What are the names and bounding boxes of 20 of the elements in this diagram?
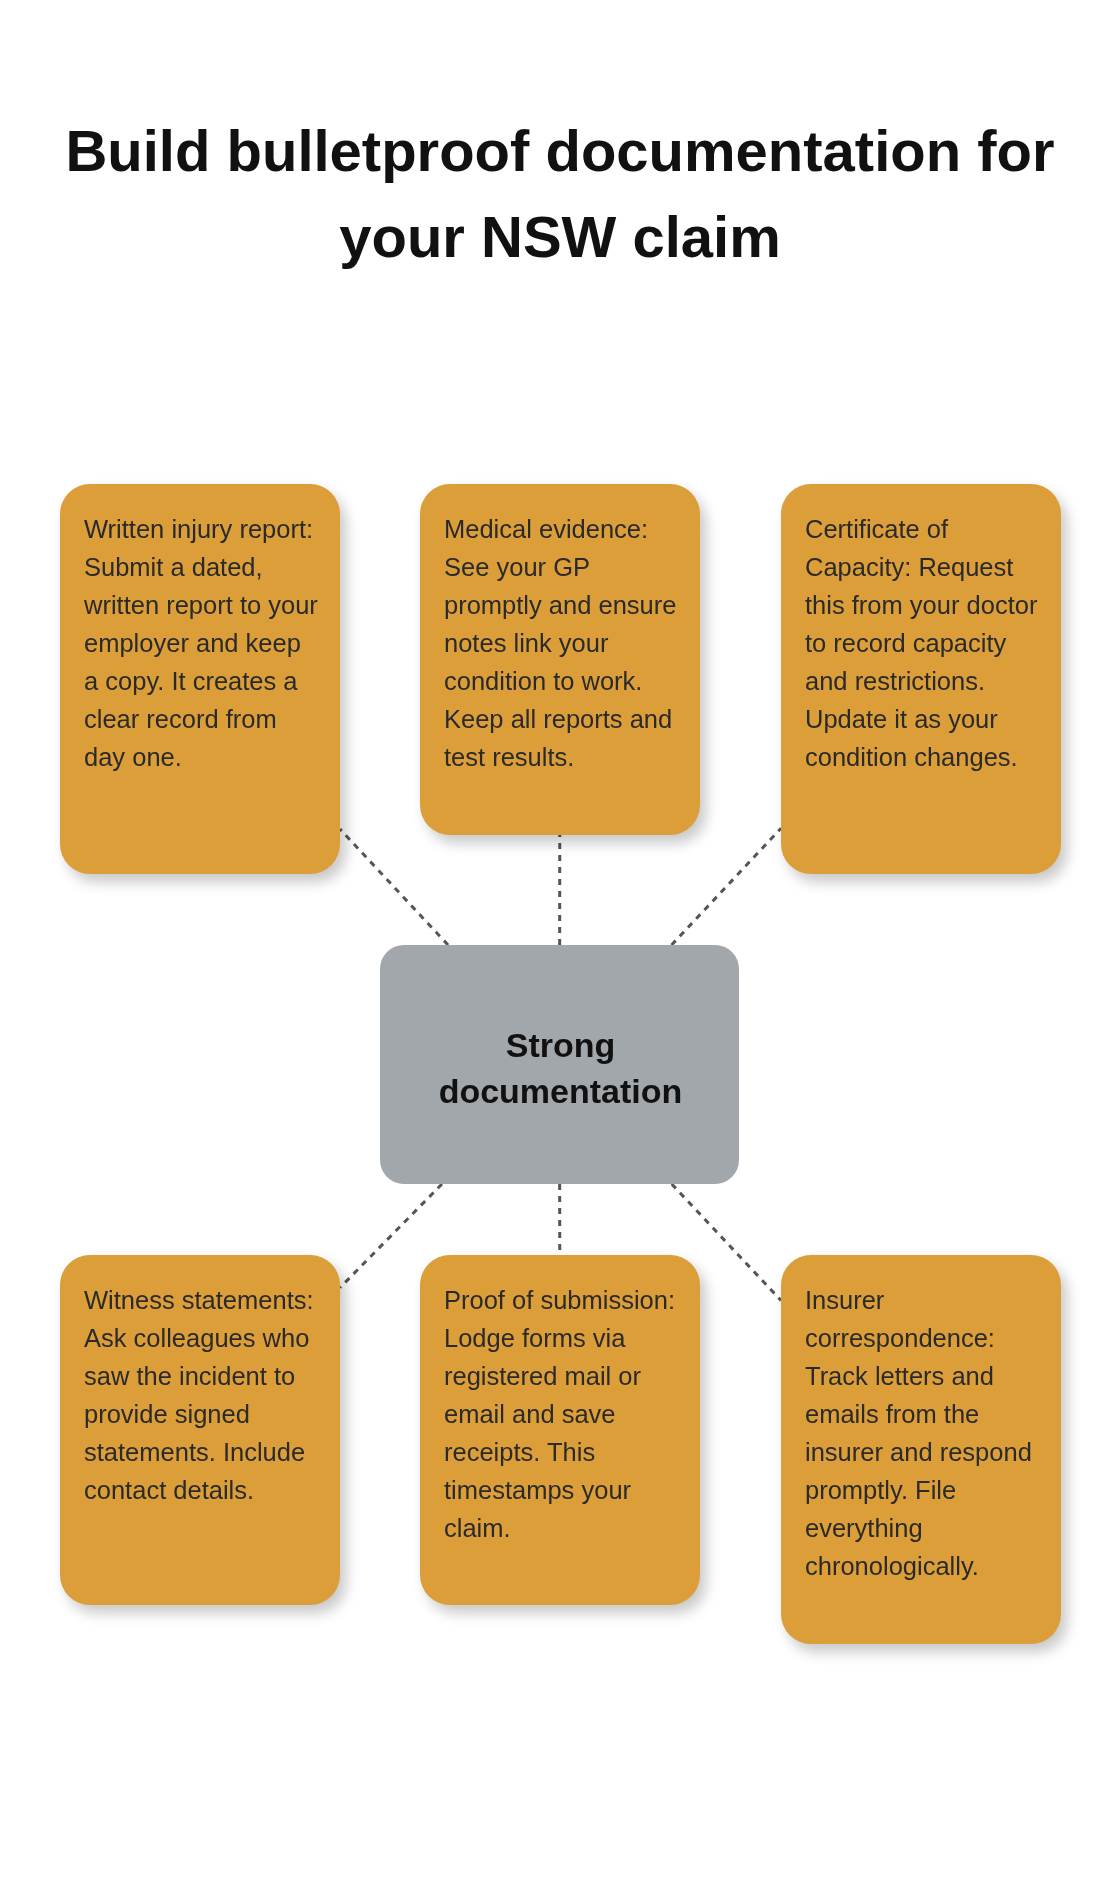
card-text: Medical evidence: See your GP promptly and ensure notes link your condition to work. Keep all reports and test results. bbox=[444, 514, 678, 773]
dashed-connector bbox=[338, 828, 450, 947]
info-card bbox=[420, 1255, 700, 1605]
card-text: Proof of submission: Lodge forms via registered mail or email and save receipts. This timestamps your claim. bbox=[444, 1285, 677, 1544]
info-card bbox=[60, 1255, 340, 1605]
info-card bbox=[781, 484, 1061, 874]
dashed-connector bbox=[670, 1182, 783, 1302]
info-card bbox=[60, 484, 340, 874]
info-card bbox=[781, 1255, 1061, 1644]
card-text: Written injury report: Submit a dated, written report to your employer and keep a copy. It creates a clear record from day one. bbox=[84, 514, 318, 773]
dashed-connector bbox=[338, 1182, 444, 1289]
dashed-connector bbox=[558, 835, 562, 945]
dashed-connector bbox=[670, 827, 783, 947]
hub-label: Strong documentation bbox=[437, 1024, 684, 1112]
title: Build bulletproof documentation for your NSW claim bbox=[64, 117, 1056, 271]
card-text: Witness statements: Ask colleagues who saw the incident to provide signed statements. Include contact details. bbox=[84, 1285, 315, 1506]
card-text: Insurer correspondence: Track letters and emails from the insurer and respond promptly. File everything chronologically. bbox=[805, 1285, 1033, 1582]
card-text: Certificate of Capacity: Request this from your doctor to record capacity and restrictions. Update it as your condition changes. bbox=[805, 514, 1039, 773]
info-card bbox=[420, 484, 700, 835]
hub-box bbox=[380, 945, 739, 1184]
